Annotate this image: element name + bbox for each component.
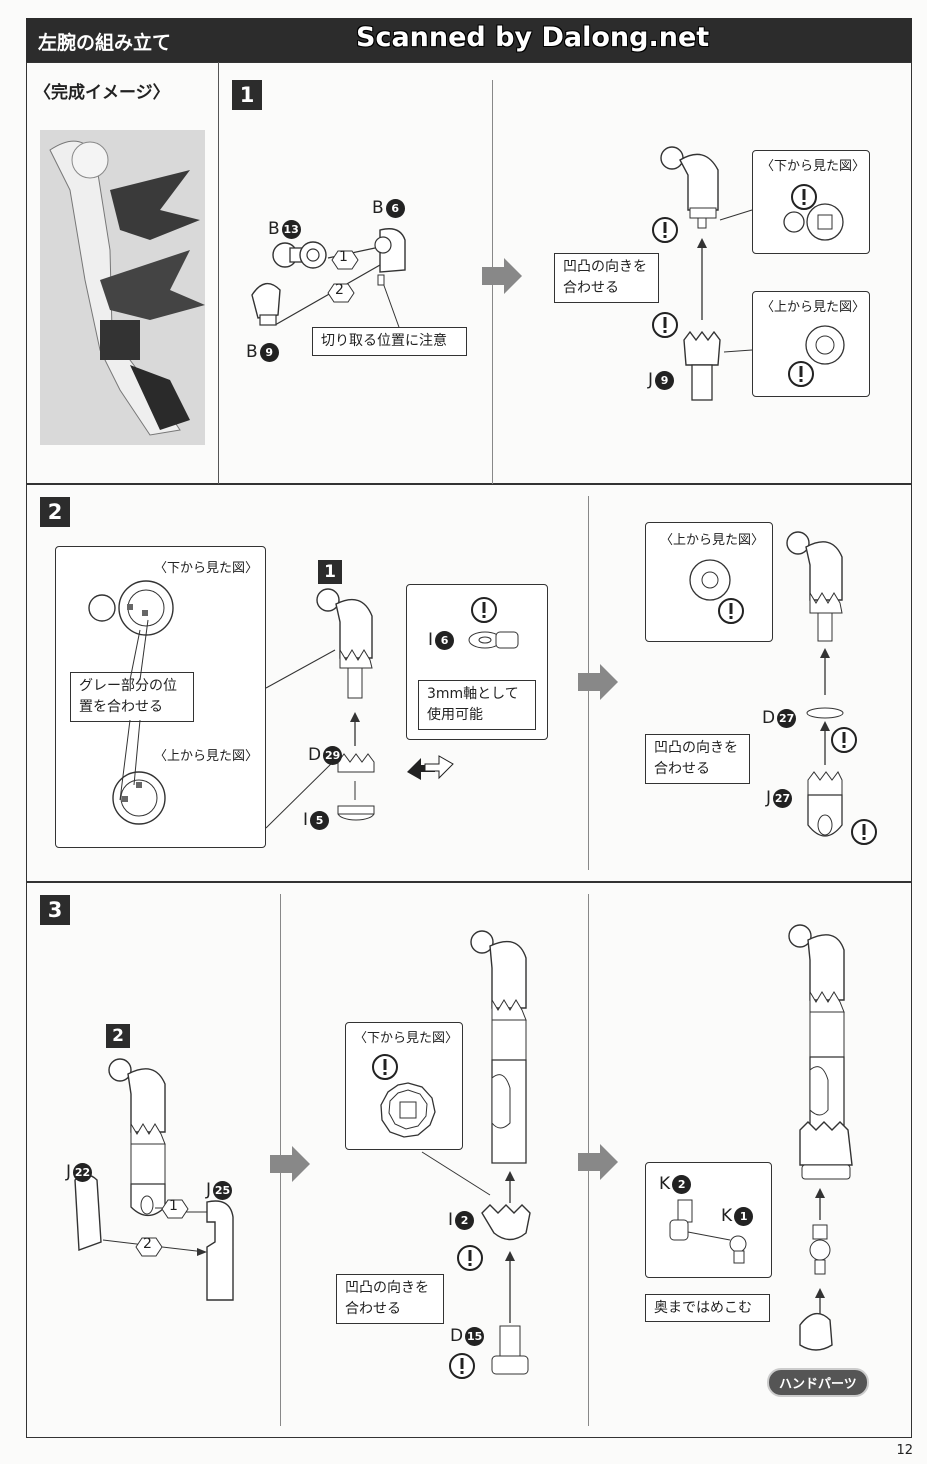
align-note-step1: 凹凸の向きを合わせる (554, 253, 659, 303)
leader-lines-step2-left (119, 619, 336, 829)
k-parts-diagram (669, 1199, 747, 1264)
bottom-view-polygon (380, 1082, 436, 1138)
sequence-1-marker (331, 250, 359, 270)
panel-step-3 (26, 882, 912, 1438)
caution-icon (449, 1353, 475, 1379)
view-top-label: 〈上から見た図〉 (154, 749, 259, 764)
watermark: Scanned by Dalong.net (356, 22, 710, 53)
view-label: 〈上から見た図〉 (660, 533, 765, 548)
align-note-step3: 凹凸の向きを合わせる (336, 1274, 444, 1324)
sequence-2-label: 2 (143, 1236, 152, 1252)
step3-arm-diagram (74, 1058, 234, 1301)
arrow-right-3a (270, 1146, 310, 1182)
caution-icon (457, 1245, 483, 1271)
step-1-number: 1 (232, 80, 262, 110)
caution-icon (718, 598, 744, 624)
page-number: 12 (896, 1443, 913, 1458)
arrow-right-3b (578, 1144, 618, 1180)
complete-image-label: 〈完成イメージ〉 (34, 83, 170, 103)
sequence-1-marker (161, 1199, 189, 1219)
section-title: 左腕の組み立て (38, 32, 172, 54)
caution-icon (791, 184, 817, 210)
step1-assembly-diagram (251, 228, 406, 331)
caution-icon (471, 597, 497, 623)
step2-arm-diagram (316, 588, 375, 821)
top-view-washer (689, 559, 731, 601)
step-2-number: 2 (40, 497, 70, 527)
caution-icon (788, 361, 814, 387)
align-note-step2: 凹凸の向きを合わせる (645, 734, 750, 784)
arrow-right-2 (578, 664, 618, 700)
bottom-view-diagram (783, 203, 844, 241)
sequence-2-marker (327, 283, 355, 303)
top-view-diagram (805, 325, 845, 365)
swap-arrow-icon (407, 755, 454, 780)
alt-part-diagram (468, 631, 519, 649)
cut-position-note: 切り取る位置に注意 (312, 327, 467, 356)
push-in-note: 奥まではめこむ (645, 1294, 770, 1322)
sequence-1-label: 1 (169, 1198, 178, 1214)
caution-icon (652, 217, 678, 243)
view-bottom-label: 〈下から見た図〉 (154, 561, 259, 576)
step3-middle-diagram (470, 930, 531, 1375)
caution-icon (851, 819, 877, 845)
sequence-1-label: 1 (339, 249, 348, 265)
hand-parts-badge: ハンドパーツ (767, 1368, 869, 1397)
step1-result-diagram (660, 146, 721, 401)
view-label: 〈下から見た図〉 (354, 1031, 459, 1046)
leader-lines-step1 (719, 209, 753, 353)
complete-image-photo (40, 130, 205, 445)
step2-result-diagram (786, 531, 844, 837)
step3-final-diagram (788, 924, 853, 1351)
caution-icon (831, 727, 857, 753)
leader-line-step3-mid (421, 1151, 491, 1196)
arrow-right-1 (482, 258, 522, 294)
panel-step-1 (26, 62, 912, 484)
section-header: 左腕の組み立て Scanned by Dalong.net (26, 18, 912, 62)
step3-ref-2: 2 (106, 1024, 130, 1048)
step2-ref-1: 1 (318, 560, 342, 584)
panel-step-2 (26, 484, 912, 882)
top-view-diagram-step2 (112, 771, 166, 825)
step-3-number: 3 (40, 895, 70, 925)
bottom-view-diagram-step2 (88, 580, 174, 636)
sequence-2-label: 2 (335, 282, 344, 298)
gray-align-note: グレー部分の位置を合わせる (70, 672, 194, 722)
sequence-2-marker (135, 1237, 163, 1257)
caution-icon (372, 1054, 398, 1080)
view-label: 〈上から見た図〉 (761, 300, 866, 315)
view-label: 〈下から見た図〉 (761, 159, 866, 174)
shaft-note: 3mm軸として使用可能 (418, 680, 536, 730)
caution-icon (652, 312, 678, 338)
